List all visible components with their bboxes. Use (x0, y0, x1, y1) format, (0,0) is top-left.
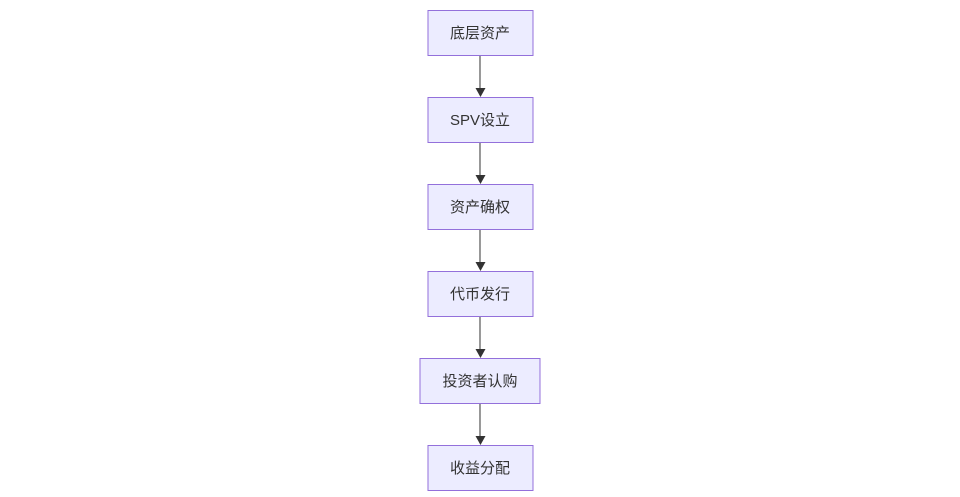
arrow-line (479, 404, 481, 436)
node-label: 底层资产 (449, 24, 511, 42)
arrowhead-down-icon (474, 436, 485, 445)
arrowhead-down-icon (474, 262, 485, 271)
node-label: 代币发行 (449, 285, 511, 303)
flow-node-underlying-assets: 底层资产 (426, 10, 534, 56)
node-label: 投资者认购 (442, 372, 518, 390)
arrow-line (479, 143, 481, 175)
arrow-line (479, 230, 481, 262)
arrowhead-down-icon (474, 88, 485, 97)
flow-arrow-3 (474, 230, 485, 271)
node-label: 收益分配 (449, 459, 511, 477)
arrow-line (479, 317, 481, 349)
node-label: SPV设立 (449, 111, 511, 129)
flow-arrow-5 (474, 404, 485, 445)
flow-node-spv-setup: SPV设立 (426, 97, 534, 143)
flow-node-asset-rights-confirmation: 资产确权 (426, 184, 534, 230)
flowchart: 底层资产 SPV设立 资产确权 代币发行 投资者认购 (419, 10, 541, 491)
node-label: 资产确权 (449, 198, 511, 216)
flow-node-investor-subscription: 投资者认购 (419, 358, 541, 404)
arrowhead-down-icon (474, 175, 485, 184)
flow-arrow-4 (474, 317, 485, 358)
flow-arrow-2 (474, 143, 485, 184)
flow-node-revenue-distribution: 收益分配 (426, 445, 534, 491)
flow-arrow-1 (474, 56, 485, 97)
arrowhead-down-icon (474, 349, 485, 358)
flow-node-token-issuance: 代币发行 (426, 271, 534, 317)
arrow-line (479, 56, 481, 88)
